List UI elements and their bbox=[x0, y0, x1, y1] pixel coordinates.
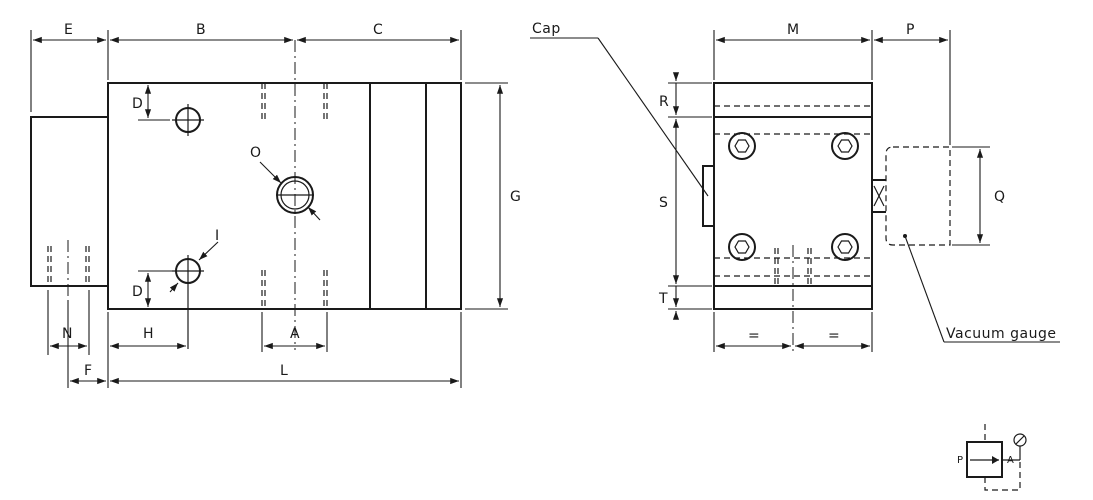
bolt-head bbox=[728, 132, 756, 160]
leader-I bbox=[198, 241, 219, 261]
bolt-head bbox=[728, 233, 756, 261]
left-protrusion bbox=[30, 116, 108, 287]
label-E: E bbox=[64, 22, 73, 38]
label-C: C bbox=[373, 22, 383, 38]
bolt-head bbox=[831, 132, 859, 160]
label-S: S bbox=[659, 195, 668, 211]
side-view: Cap Vacuum gauge M P R S T bbox=[530, 21, 1060, 352]
gauge-connector-cross bbox=[873, 185, 885, 207]
label-F: F bbox=[84, 363, 92, 379]
label-M: M bbox=[787, 22, 799, 38]
leader-O-2 bbox=[307, 206, 321, 221]
label-P: P bbox=[906, 22, 914, 38]
valve-symbol: P A bbox=[957, 424, 1027, 491]
leader-I-2 bbox=[169, 282, 179, 293]
symbol-drain-line bbox=[984, 460, 1021, 491]
label-equal-right: = bbox=[828, 328, 840, 344]
label-G: G bbox=[510, 189, 521, 205]
label-H: H bbox=[143, 326, 154, 342]
label-A: A bbox=[290, 326, 300, 342]
gauge-leader bbox=[904, 235, 945, 343]
label-B: B bbox=[196, 22, 206, 38]
label-I: I bbox=[215, 228, 219, 244]
label-equal-left: = bbox=[748, 328, 760, 344]
symbol-label-A: A bbox=[1007, 455, 1014, 466]
symbol-flow-arrow bbox=[992, 456, 999, 464]
front-view: O I D D E B C G bbox=[30, 22, 521, 388]
label-Q: Q bbox=[994, 189, 1005, 205]
vacuum-gauge-outline bbox=[885, 146, 951, 246]
label-N: N bbox=[62, 326, 72, 342]
label-R: R bbox=[659, 94, 669, 110]
symbol-label-P: P bbox=[957, 455, 963, 466]
label-O: O bbox=[250, 145, 261, 161]
leader-O bbox=[259, 161, 282, 184]
gauge-icon bbox=[1013, 433, 1027, 447]
cap-label: Cap bbox=[532, 21, 561, 37]
main-body-outline bbox=[107, 82, 462, 310]
label-D-bottom: D bbox=[132, 284, 143, 300]
gauge-needle bbox=[1015, 435, 1025, 445]
label-D-top: D bbox=[132, 96, 143, 112]
label-T: T bbox=[658, 291, 668, 307]
vacuum-gauge-label: Vacuum gauge bbox=[946, 326, 1056, 342]
label-L: L bbox=[280, 363, 288, 379]
cap bbox=[702, 165, 715, 227]
cap-leader bbox=[597, 37, 709, 197]
bolt-head bbox=[831, 233, 859, 261]
